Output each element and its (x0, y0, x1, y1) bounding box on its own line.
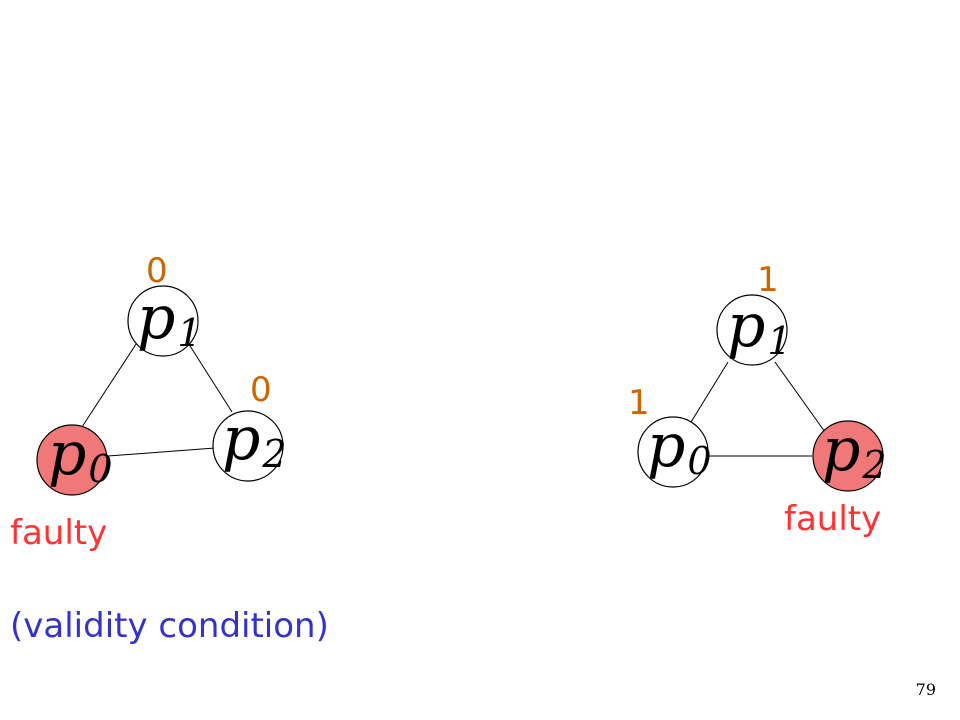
right-node-p2 (812, 420, 884, 492)
right-node-p1 (716, 294, 788, 366)
validity-caption: (validity condition) (10, 606, 329, 646)
right-value-p0: 1 (628, 383, 650, 423)
right-graph: p1 p0 p2 1 1 faulty (628, 260, 887, 539)
right-node-p0 (637, 416, 709, 488)
left-faulty-label: faulty (10, 513, 107, 553)
left-node-p0 (36, 424, 108, 496)
right-faulty-label: faulty (784, 499, 881, 539)
right-label-p0: p0 (647, 411, 712, 483)
left-node-p1 (127, 285, 199, 357)
left-value-p1: 0 (146, 251, 168, 291)
left-edge-p0-p2 (107, 447, 216, 457)
left-edge-p1-p0 (79, 337, 141, 431)
right-label-p2: p2 (822, 415, 887, 487)
right-value-p1: 1 (757, 260, 779, 300)
right-label-p1: p1 (727, 291, 792, 363)
left-label-p0: p0 (48, 419, 113, 491)
left-label-p2: p2 (222, 404, 287, 476)
left-graph: p1 p0 p2 0 0 faulty (10, 251, 287, 553)
left-label-p1: p1 (137, 283, 202, 355)
page-number: 79 (915, 680, 936, 699)
right-edge-p1-p2 (774, 361, 826, 433)
left-node-p2 (212, 410, 284, 482)
left-edge-p1-p2 (184, 337, 233, 413)
left-value-p2: 0 (250, 370, 272, 410)
right-edge-p1-p0 (687, 361, 729, 428)
